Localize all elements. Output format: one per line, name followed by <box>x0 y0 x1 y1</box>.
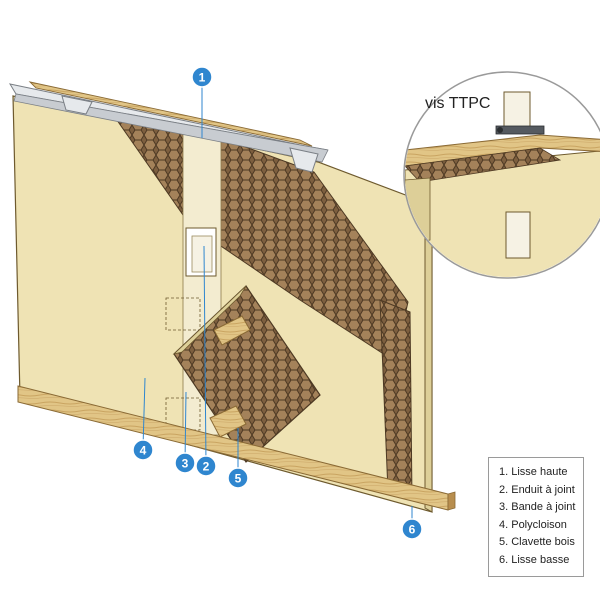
legend-item: 3. Bande à joint <box>499 501 576 513</box>
legend: 1. Lisse haute 2. Enduit à joint 3. Band… <box>488 457 584 577</box>
lisse-basse-end <box>447 491 456 511</box>
diamond-edge-left <box>172 285 247 355</box>
legend-item: 4. Polycloison <box>499 518 567 531</box>
joint-patch-upper <box>165 297 201 331</box>
callout-6-label: 6 <box>409 523 416 537</box>
panel-edge <box>424 204 433 513</box>
top-rail <box>8 81 329 173</box>
legend-item: 6. Lisse basse <box>499 553 570 566</box>
callout-2-label: 2 <box>203 460 210 474</box>
bottom-rail <box>17 385 456 511</box>
channel-bracket <box>289 147 319 173</box>
callout-3-label: 3 <box>182 457 189 471</box>
inset-top-rail <box>405 134 600 167</box>
callout-5-label: 5 <box>235 472 242 486</box>
leader-3 <box>184 391 187 464</box>
inset-title: vis TTPC <box>425 95 490 112</box>
wood-key-upper <box>213 315 251 346</box>
callout-4-label: 4 <box>140 444 147 458</box>
callout-4: 4 <box>132 439 154 461</box>
callout-3: 3 <box>174 452 196 474</box>
joint-window-inner <box>191 235 213 273</box>
metal-channel-side <box>13 93 329 163</box>
inset-joint-bottom <box>505 211 531 259</box>
leader-lines <box>142 86 413 528</box>
callout-1-label: 1 <box>199 71 206 85</box>
screw-icon <box>495 125 545 135</box>
legend-item: 2. Enduit à joint <box>499 483 575 496</box>
diamond-cutout <box>172 285 321 463</box>
leader-2 <box>203 245 207 466</box>
inset-honeycomb <box>405 147 562 183</box>
callouts: 1 2 3 4 5 6 <box>132 66 423 540</box>
leader-4 <box>142 377 146 449</box>
screw-head-icon <box>497 127 503 133</box>
callout-6: 6 <box>401 518 423 540</box>
wood-key-lower <box>209 405 247 438</box>
legend-item: 5. Clavette bois <box>499 536 575 548</box>
legend-item: 1. Lisse haute <box>499 466 568 478</box>
detail-inset: vis TTPC <box>403 71 600 279</box>
lisse-haute <box>28 81 313 147</box>
callout-1: 1 <box>191 66 213 88</box>
inset-joint-top <box>503 91 531 133</box>
callout-5: 5 <box>227 467 249 489</box>
callout-2: 2 <box>195 455 217 477</box>
bracket-left <box>61 95 93 115</box>
